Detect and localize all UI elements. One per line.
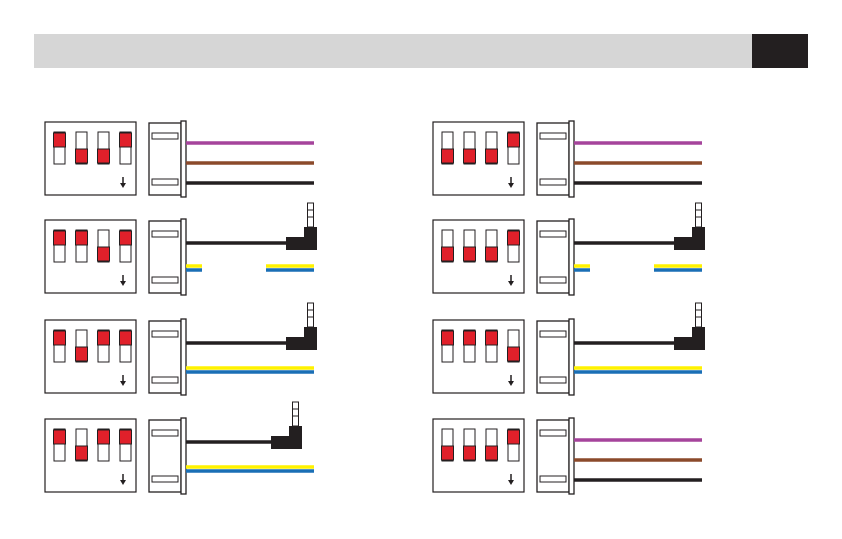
connector-pin xyxy=(152,476,178,482)
wiring-panel-6 xyxy=(433,203,705,295)
connector-pin xyxy=(152,377,178,383)
dip-switch-knob xyxy=(486,149,498,163)
jack-strain-relief xyxy=(286,337,304,350)
connector-flange xyxy=(181,219,186,295)
connector-pin xyxy=(152,331,178,337)
dip-switch-knob xyxy=(120,430,132,444)
jack-plug-tip xyxy=(308,203,314,227)
jack-plug-tip xyxy=(696,203,702,227)
connector-pin xyxy=(152,133,178,139)
connector-flange xyxy=(569,121,574,197)
jack-body xyxy=(692,327,705,350)
dip-switch-knob xyxy=(464,446,476,460)
dip-switch-knob xyxy=(442,149,454,163)
jack-strain-relief xyxy=(271,436,289,449)
dip-switch-knob xyxy=(98,430,110,444)
dip-switch-knob xyxy=(120,231,132,245)
connector-flange xyxy=(569,418,574,494)
connector-pin xyxy=(540,277,566,283)
connector-pin xyxy=(152,179,178,185)
connector-pin xyxy=(540,430,566,436)
jack-body xyxy=(304,227,317,250)
dip-switch-knob xyxy=(54,430,66,444)
wiring-panel-8 xyxy=(433,418,702,494)
wiring-panel-2 xyxy=(45,203,317,295)
dip-switch-knob xyxy=(76,149,88,163)
wiring-panel-5 xyxy=(433,121,702,197)
dip-switch-knob xyxy=(76,347,88,361)
dip-switch-knob xyxy=(464,247,476,261)
jack-strain-relief xyxy=(674,337,692,350)
connector-flange xyxy=(569,219,574,295)
jack-plug-tip xyxy=(696,303,702,327)
dip-switch-knob xyxy=(98,247,110,261)
jack-strain-relief xyxy=(674,237,692,250)
dip-switch-knob xyxy=(486,446,498,460)
jack-plug-tip xyxy=(308,303,314,327)
connector-pin xyxy=(540,476,566,482)
jack-strain-relief xyxy=(286,237,304,250)
dip-switch-knob xyxy=(442,247,454,261)
dip-switch-knob xyxy=(120,331,132,345)
connector-pin xyxy=(152,430,178,436)
jack-plug-tip xyxy=(293,402,299,426)
connector-pin xyxy=(540,231,566,237)
connector-pin xyxy=(540,133,566,139)
connector-flange xyxy=(181,121,186,197)
dip-switch-knob xyxy=(508,347,520,361)
dip-switch-knob xyxy=(120,133,132,147)
dip-switch-knob xyxy=(508,430,520,444)
dip-switch-knob xyxy=(76,446,88,460)
wiring-panel-3 xyxy=(45,303,317,395)
dip-switch-knob xyxy=(76,231,88,245)
jack-body xyxy=(304,327,317,350)
dip-switch-knob xyxy=(486,331,498,345)
connector-pin xyxy=(540,331,566,337)
connector-pin xyxy=(152,277,178,283)
dip-switch-knob xyxy=(486,247,498,261)
dip-switch-knob xyxy=(442,446,454,460)
dip-switch-knob xyxy=(508,231,520,245)
wiring-panel-1 xyxy=(45,121,314,197)
dip-switch-knob xyxy=(98,331,110,345)
dip-switch-knob xyxy=(54,133,66,147)
dip-switch-knob xyxy=(442,331,454,345)
wiring-panel-4 xyxy=(45,402,314,494)
connector-pin xyxy=(540,179,566,185)
dip-switch-knob xyxy=(54,231,66,245)
connector-flange xyxy=(181,418,186,494)
jack-body xyxy=(289,426,302,449)
jack-body xyxy=(692,227,705,250)
dip-switch-knob xyxy=(54,331,66,345)
connector-flange xyxy=(569,319,574,395)
dip-switch-knob xyxy=(508,133,520,147)
dip-switch-knob xyxy=(464,149,476,163)
connector-pin xyxy=(540,377,566,383)
dip-switch-knob xyxy=(98,149,110,163)
wiring-panel-7 xyxy=(433,303,705,395)
connector-pin xyxy=(152,231,178,237)
connector-flange xyxy=(181,319,186,395)
dip-switch-knob xyxy=(464,331,476,345)
